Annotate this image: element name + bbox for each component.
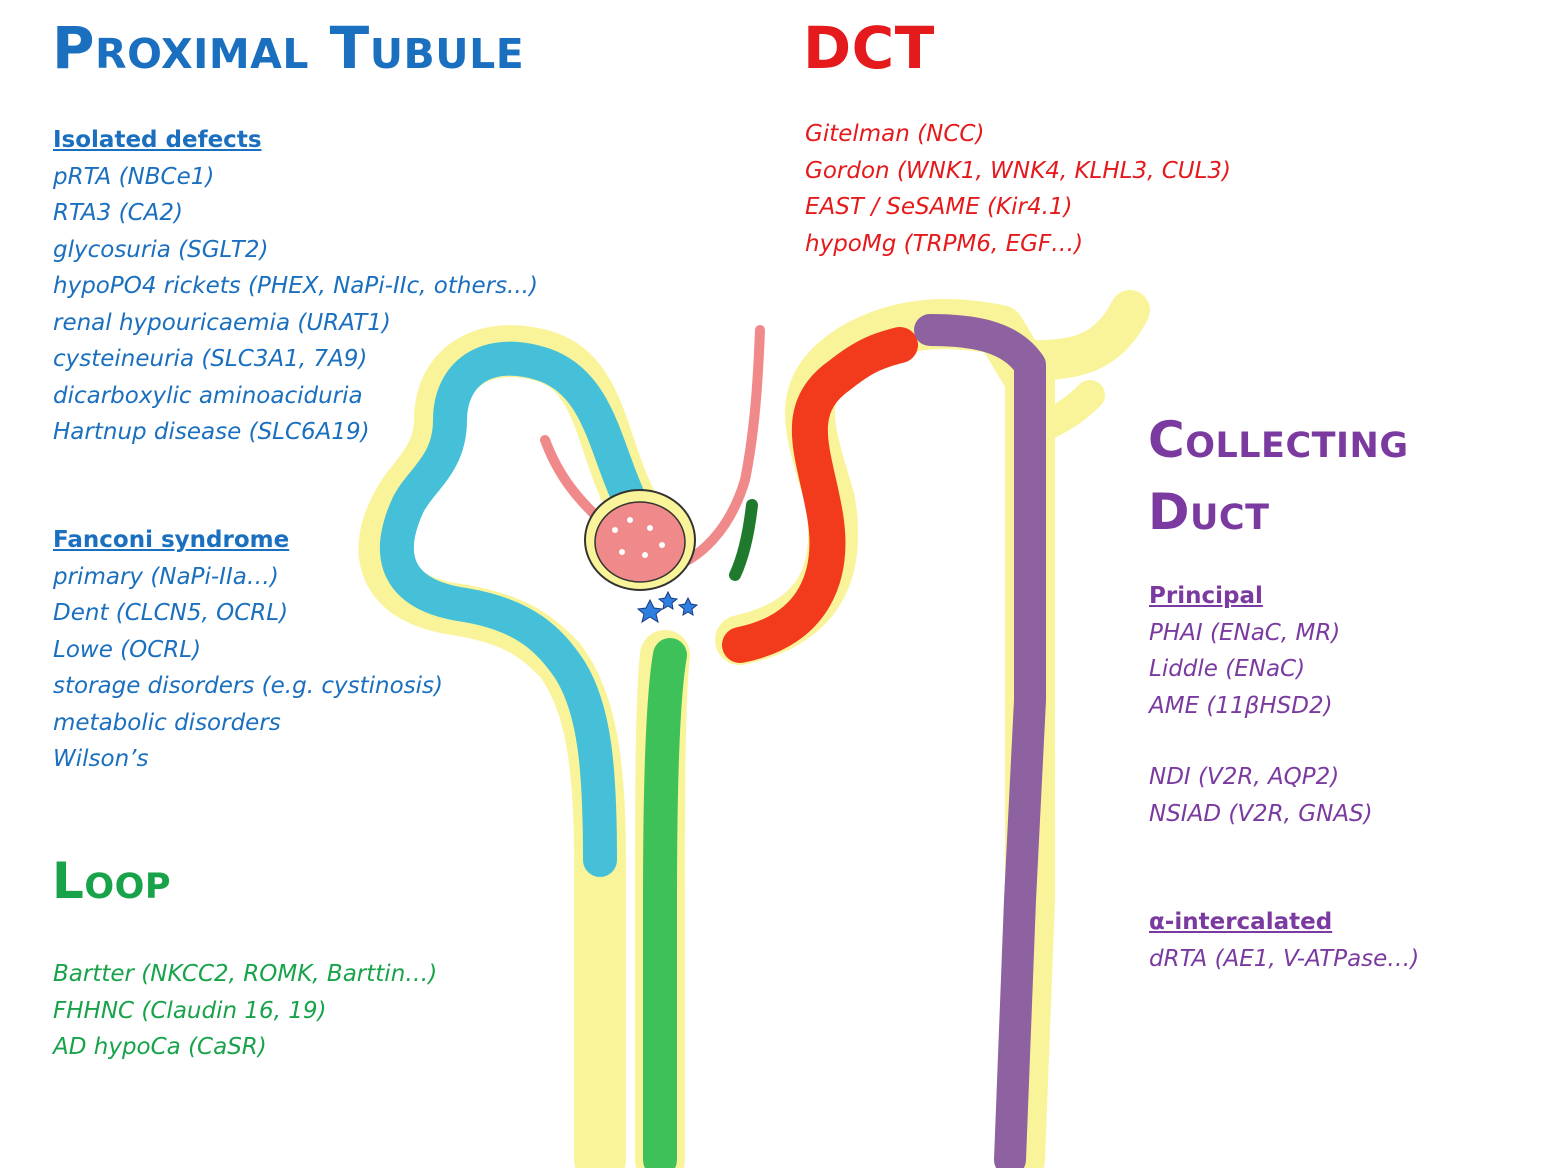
list-item: Wilson’s: [53, 746, 149, 772]
principal-section: Principal PHAI (ENaC, MR) Liddle (ENaC) …: [1149, 578, 1340, 724]
collecting-duct-title-line2: Duct: [1148, 483, 1270, 541]
proximal-isolated-section: Isolated defects pRTA (NBCe1) RTA3 (CA2)…: [53, 122, 538, 451]
dct-segment: [722, 327, 918, 663]
list-item: EAST / SeSAME (Kir4.1): [805, 194, 1073, 220]
list-item: FHHNC (Claudin 16, 19): [53, 997, 327, 1024]
list-item: cysteineuria (SLC3A1, 7A9): [53, 346, 368, 372]
glomerulus: [594, 501, 686, 583]
list-item: Lowe (OCRL): [53, 636, 202, 663]
list-item: AME (11βHSD2): [1149, 692, 1333, 719]
proximal-tubule-segment: [379, 341, 649, 877]
list-item: NSIAD (V2R, GNAS): [1149, 800, 1373, 827]
loop-title: Loop: [52, 852, 172, 910]
list-item: hypoPO4 rickets (PHEX, NaPi-IIc, others.…: [53, 273, 538, 299]
list-item: Hartnup disease (SLC6A19): [53, 419, 370, 445]
arteriole: [660, 325, 765, 575]
dct-section: Gitelman (NCC) Gordon (WNK1, WNK4, KLHL3…: [805, 116, 1231, 262]
loop-section: Bartter (NKCC2, ROMK, Barttin…) FHHNC (C…: [53, 956, 437, 1066]
dct-title: DCT: [803, 14, 935, 82]
star-markers: [636, 590, 699, 624]
list-item: glycosuria (SGLT2): [53, 236, 269, 263]
loop-segment: [643, 638, 687, 1168]
list-item: Gordon (WNK1, WNK4, KLHL3, CUL3): [805, 157, 1232, 184]
list-item: Gitelman (NCC): [805, 121, 985, 147]
list-item: Bartter (NKCC2, ROMK, Barttin…): [53, 961, 438, 987]
list-item: PHAI (ENaC, MR): [1149, 619, 1341, 646]
list-item: pRTA (NBCe1): [53, 163, 215, 190]
fanconi-section: Fanconi syndrome primary (NaPi-IIa…) Den…: [53, 522, 443, 778]
list-item: renal hypouricaemia (URAT1): [53, 309, 391, 336]
list-item: metabolic disorders: [53, 709, 281, 736]
list-item: RTA3 (CA2): [53, 200, 183, 226]
collecting-duct-segment: [914, 314, 1046, 1168]
macula-densa-segment: [729, 499, 758, 581]
list-item: hypoMg (TRPM6, EGF…): [805, 230, 1084, 257]
principal-heading: Principal: [1149, 583, 1263, 609]
alpha-intercalated-heading: α-intercalated: [1149, 909, 1333, 935]
isolated-defects-heading: Isolated defects: [53, 127, 262, 153]
list-item: NDI (V2R, AQP2): [1149, 764, 1340, 790]
list-item: Dent (CLCN5, OCRL): [53, 600, 289, 626]
list-item: Liddle (ENaC): [1149, 656, 1306, 682]
collecting-duct-title: Collecting Duct: [1148, 404, 1409, 548]
list-item: primary (NaPi-IIa…): [53, 563, 279, 590]
list-item: AD hypoCa (CaSR): [53, 1034, 267, 1060]
list-item: dRTA (AE1, V-ATPase…): [1149, 945, 1420, 972]
fanconi-heading: Fanconi syndrome: [53, 527, 290, 553]
principal-section-2: NDI (V2R, AQP2) NSIAD (V2R, GNAS): [1149, 759, 1373, 832]
collecting-duct-title-line1: Collecting: [1148, 411, 1409, 469]
alpha-intercalated-section: α-intercalated dRTA (AE1, V-ATPase…): [1149, 904, 1419, 977]
glomerulus-dots: [612, 517, 665, 558]
list-item: storage disorders (e.g. cystinosis): [53, 673, 443, 699]
proximal-tubule-title: Proximal Tubule: [52, 14, 525, 82]
list-item: dicarboxylic aminoaciduria: [53, 382, 363, 409]
